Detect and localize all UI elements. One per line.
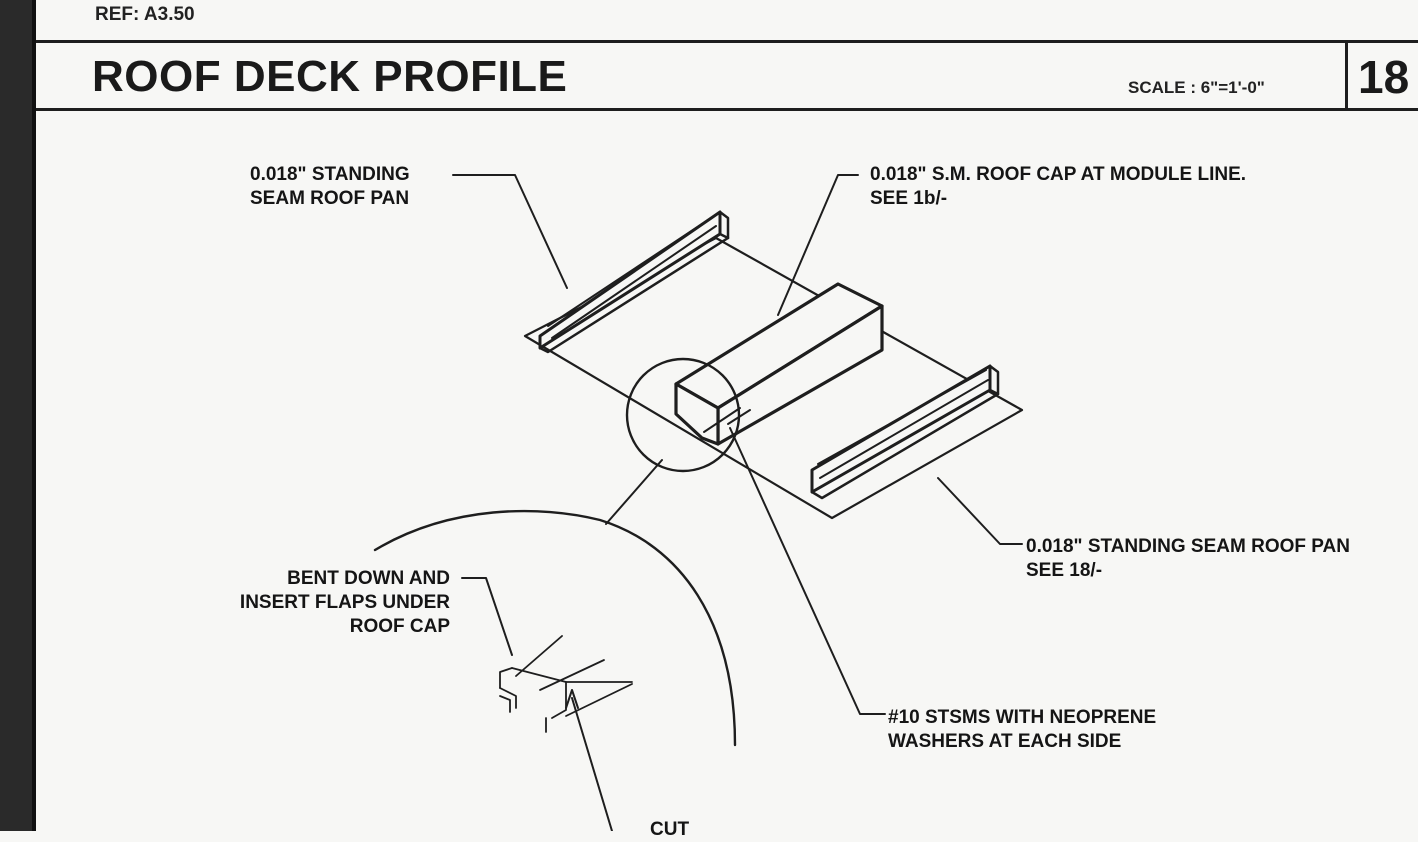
right-standing-seam-rib [810,364,1000,500]
callout-line: SEAM ROOF PAN [250,188,410,209]
callout-line: 0.018" STANDING SEAM ROOF PAN [1026,536,1350,557]
reference-label: REF: A3.50 [95,4,195,25]
leader-bent-down [461,577,513,656]
roof-cap [674,282,884,446]
callout-line: ROOF CAP [349,616,450,637]
callout-cut: CUT [650,819,690,840]
sheet-border-bar [0,0,36,831]
detail-number: 18 [1358,51,1410,103]
cut-flap-detail [499,635,633,733]
enlarged-detail-arc [373,509,737,747]
callout-line: WASHERS AT EACH SIDE [888,731,1122,752]
leader-cut [571,697,613,831]
title-block-divider [1345,40,1348,111]
callout-line: SEE 1b/- [870,188,948,209]
callout-bent-down: BENT DOWN AND INSERT FLAPS UNDER ROOF CA… [180,567,450,639]
callout-line: INSERT FLAPS UNDER [239,592,450,613]
scale-label: SCALE : 6"=1'-0" [1128,78,1265,97]
title-block-bottom-rule [36,108,1418,111]
callout-stsms: #10 STSMS WITH NEOPRENE WASHERS AT EACH … [888,706,1156,754]
callout-roof-cap: 0.018" S.M. ROOF CAP AT MODULE LINE. SEE… [870,163,1246,211]
callout-line: #10 STSMS WITH NEOPRENE [888,707,1157,728]
leader-stsms [729,427,886,715]
drawing-title: ROOF DECK PROFILE [92,52,568,101]
leader-standing-seam-right [937,477,1023,545]
callout-line: BENT DOWN AND [287,568,450,589]
callout-line: 0.018" S.M. ROOF CAP AT MODULE LINE. [870,164,1247,185]
callout-line: 0.018" STANDING [250,164,410,185]
left-standing-seam-rib [538,210,730,354]
leader-standing-seam-left [452,174,568,289]
callout-standing-seam-left: 0.018" STANDING SEAM ROOF PAN [250,163,410,211]
callout-standing-seam-right: 0.018" STANDING SEAM ROOF PAN SEE 18/- [1026,535,1350,583]
callout-line: SEE 18/- [1026,560,1103,581]
leader-roof-cap [777,174,859,316]
detail-circle [625,357,741,473]
title-block-top-rule [36,40,1418,43]
